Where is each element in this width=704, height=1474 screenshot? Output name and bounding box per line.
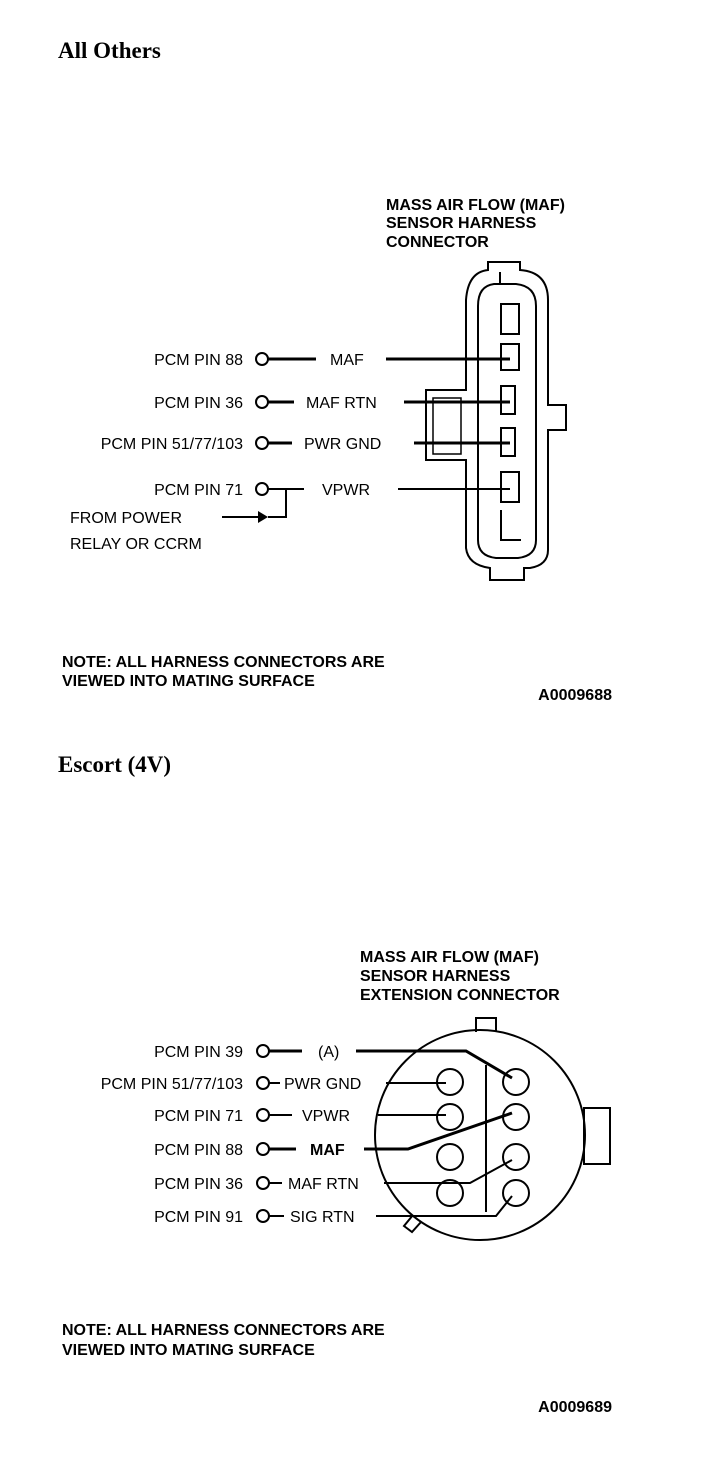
- cavity: [436, 1103, 464, 1131]
- pcm-pin-label: PCM PIN 36: [154, 395, 243, 412]
- pin-terminal-icon: [255, 436, 269, 450]
- maf-extension-connector-diagram-escort: MASS AIR FLOW (MAF) SENSOR HARNESS EXTEN…: [62, 949, 612, 1416]
- connector-title-line-1: MASS AIR FLOW (MAF): [386, 197, 565, 214]
- pcm-pin-label: PCM PIN 88: [154, 352, 243, 369]
- pcm-pin-label: PCM PIN 51/77/103: [101, 436, 243, 453]
- connector-title-line-3: CONNECTOR: [386, 234, 489, 251]
- signal-label: (A): [318, 1044, 339, 1061]
- pin-terminal-icon: [256, 1108, 270, 1122]
- signal-label: MAF RTN: [288, 1176, 359, 1193]
- connector-tab: [402, 1214, 422, 1234]
- maf-connector-diagram-all-others: MASS AIR FLOW (MAF) SENSOR HARNESS CONNE…: [62, 197, 612, 704]
- signal-label: PWR GND: [284, 1076, 361, 1093]
- pcm-pin-label: PCM PIN 91: [154, 1209, 243, 1226]
- cavity: [502, 1179, 530, 1207]
- pcm-pin-label: PCM PIN 71: [154, 482, 243, 499]
- connector-body: [425, 261, 567, 581]
- wire: [356, 1049, 513, 1080]
- pcm-pin-label: PCM PIN 71: [154, 1108, 243, 1125]
- connector-title-line-3: EXTENSION CONNECTOR: [360, 987, 560, 1004]
- wire: [364, 1111, 513, 1151]
- signal-label: MAF: [310, 1142, 345, 1159]
- terminal-3: [500, 385, 516, 415]
- signal-label: MAF RTN: [306, 395, 377, 412]
- figure-id: A0009689: [538, 1399, 612, 1416]
- signal-label: PWR GND: [304, 436, 381, 453]
- note-line-2: VIEWED INTO MATING SURFACE: [62, 1342, 315, 1359]
- pcm-pin-label: PCM PIN 39: [154, 1044, 243, 1061]
- terminal-6: [500, 510, 521, 541]
- connector-key: [475, 1017, 497, 1032]
- pcm-pin-label: PCM PIN 36: [154, 1176, 243, 1193]
- from-power-label: FROM POWER: [70, 510, 182, 527]
- connector-latch: [432, 397, 462, 455]
- terminal-1: [500, 303, 520, 335]
- pin-terminal-icon: [256, 1076, 270, 1090]
- section-title-escort: Escort (4V): [58, 752, 172, 777]
- cavity: [436, 1179, 464, 1207]
- note-line-1: NOTE: ALL HARNESS CONNECTORS ARE: [62, 1322, 385, 1339]
- note-line-2: VIEWED INTO MATING SURFACE: [62, 673, 315, 690]
- pin-terminal-icon: [256, 1142, 270, 1156]
- pin-terminal-icon: [256, 1176, 270, 1190]
- cavity: [502, 1103, 530, 1131]
- connector-inner-outline: [477, 283, 537, 559]
- pin-terminal-icon: [255, 352, 269, 366]
- wire: [384, 1159, 513, 1184]
- pin-terminal-icon: [256, 1209, 270, 1223]
- pcm-pin-label: PCM PIN 88: [154, 1142, 243, 1159]
- figure-id: A0009688: [538, 687, 612, 704]
- cavity: [502, 1068, 530, 1096]
- cavity: [436, 1143, 464, 1171]
- terminal-2: [500, 343, 520, 371]
- wire: [376, 1195, 513, 1217]
- pin-terminal-icon: [255, 395, 269, 409]
- pin-terminal-icon: [256, 1044, 270, 1058]
- signal-label: SIG RTN: [290, 1209, 355, 1226]
- connector-title-line-2: SENSOR HARNESS: [360, 968, 511, 985]
- connector-latch: [583, 1107, 611, 1165]
- signal-label: VPWR: [302, 1108, 350, 1125]
- section-title-all-others: All Others: [58, 38, 161, 63]
- signal-label: VPWR: [322, 482, 370, 499]
- from-power-label: RELAY OR CCRM: [70, 536, 202, 553]
- power-wire: [268, 489, 287, 518]
- connector-title-line-1: MASS AIR FLOW (MAF): [360, 949, 539, 966]
- terminal-5: [500, 471, 520, 503]
- pin-terminal-icon: [255, 482, 269, 496]
- note-line-1: NOTE: ALL HARNESS CONNECTORS ARE: [62, 654, 385, 671]
- connector-body: [374, 1029, 586, 1241]
- pcm-pin-label: PCM PIN 51/77/103: [101, 1076, 243, 1093]
- connector-title-line-2: SENSOR HARNESS: [386, 215, 537, 232]
- cavity: [502, 1143, 530, 1171]
- arrow-icon: [258, 511, 268, 523]
- signal-label: MAF: [330, 352, 364, 369]
